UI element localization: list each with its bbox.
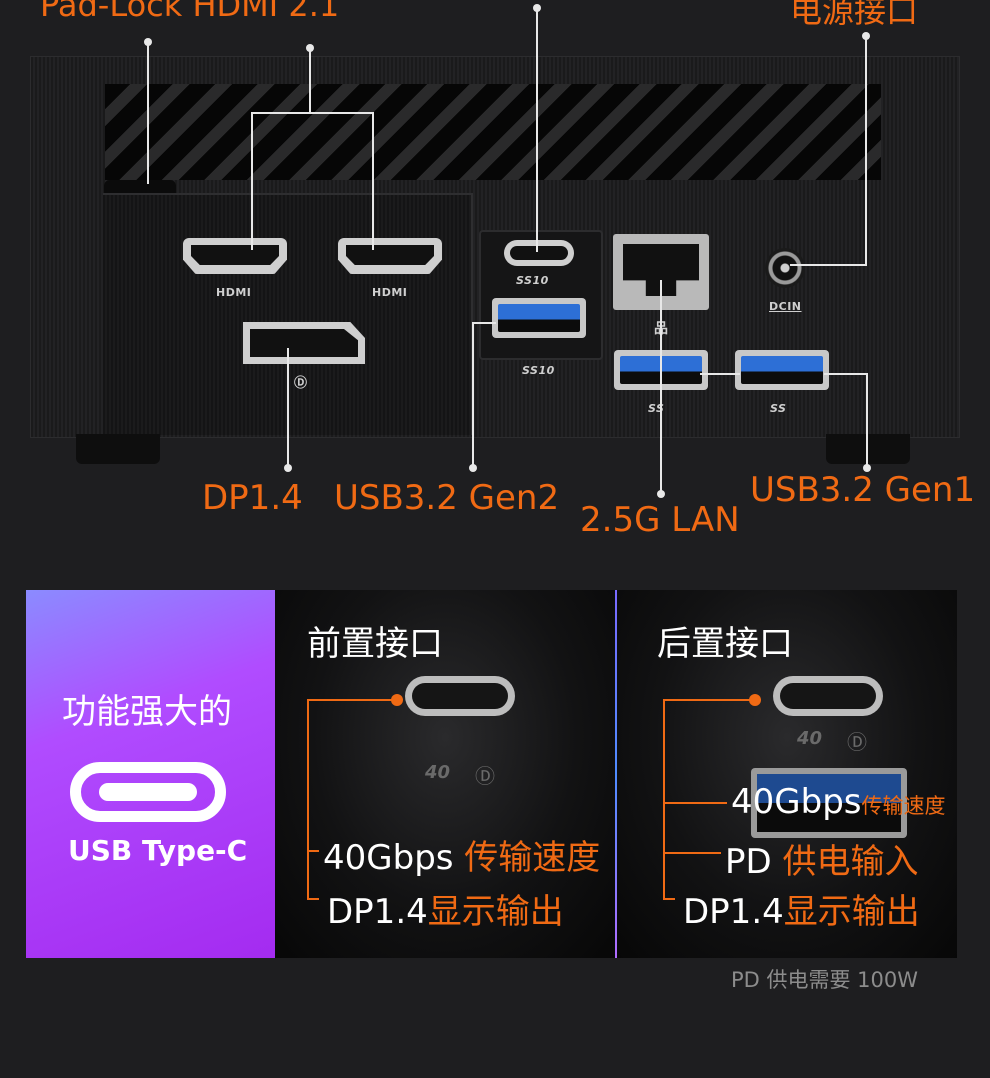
front-speed: 40Gbps 传输速度 bbox=[323, 830, 600, 879]
rear-pd: PD 供电输入 bbox=[725, 834, 919, 883]
wire-padlock bbox=[147, 42, 149, 184]
hdmi-port-2-label: HDMI bbox=[372, 286, 408, 299]
dot-dp bbox=[284, 464, 292, 472]
front-dp-label: 显示输出 bbox=[427, 892, 564, 932]
front-callout-dp bbox=[307, 898, 319, 900]
usb-gen1-label: USB3.2 Gen1 bbox=[750, 470, 976, 510]
displayport-port bbox=[243, 322, 365, 364]
ss-a1-label: SS bbox=[648, 402, 665, 415]
rear-speed: 40Gbps传输速度 bbox=[731, 782, 946, 822]
dp-logo-icon: Ⓓ bbox=[294, 376, 308, 391]
dot-lan bbox=[657, 490, 665, 498]
usb-gen2-label: USB3.2 Gen2 bbox=[334, 478, 560, 518]
usb-c-port-rear bbox=[504, 240, 574, 266]
hdmi-version-label: HDMI 2.1 bbox=[192, 0, 340, 24]
rear-dp-value: DP1.4 bbox=[683, 892, 784, 932]
front-dp: DP1.4显示输出 bbox=[327, 884, 564, 933]
front-usb-c-port bbox=[405, 676, 515, 716]
rear-usb-a-port bbox=[751, 768, 907, 838]
rear-40-badge: 40 bbox=[797, 728, 823, 749]
dc-in-port bbox=[765, 248, 805, 288]
front-interface-panel: 前置接口 40 Ⓓ 40Gbps 传输速度 DP1.4显示输出 bbox=[275, 590, 615, 958]
rear-dp-logo-icon: Ⓓ bbox=[847, 730, 867, 754]
usb-a-gen2-port bbox=[492, 298, 586, 338]
rear-pd-label: 供电输入 bbox=[782, 842, 919, 882]
rear-dp: DP1.4显示输出 bbox=[683, 884, 920, 933]
wire-hdmi-trunk bbox=[309, 48, 311, 112]
rear-title: 后置接口 bbox=[657, 624, 793, 664]
rear-callout-dot bbox=[749, 694, 761, 706]
wire-usb-gen1-link bbox=[700, 373, 740, 375]
hdmi-port-1-label: HDMI bbox=[216, 286, 252, 299]
dcin-label: DCIN bbox=[769, 300, 802, 313]
front-callout-v bbox=[307, 699, 309, 899]
vent-grille bbox=[105, 84, 881, 180]
lan-label: 2.5G LAN bbox=[580, 500, 740, 540]
wire-usbc bbox=[536, 8, 538, 252]
wire-hdmi-bar bbox=[251, 112, 374, 114]
front-callout-dot bbox=[391, 694, 403, 706]
front-callout-h bbox=[307, 699, 397, 701]
wire-hdmi-1 bbox=[251, 112, 253, 250]
device-foot-left bbox=[76, 434, 160, 464]
hdmi-port-1 bbox=[183, 238, 287, 274]
rear-dp-label: 显示输出 bbox=[783, 892, 920, 932]
front-40-badge: 40 bbox=[425, 762, 451, 783]
front-speed-label: 传输速度 bbox=[453, 838, 601, 878]
wire-usb-gen1-v bbox=[866, 373, 868, 469]
wire-usb-gen1-h bbox=[824, 373, 868, 375]
rear-callout-v bbox=[663, 699, 665, 899]
dot-hdmi bbox=[306, 44, 314, 52]
hdmi-port-2 bbox=[338, 238, 442, 274]
dot-usb-gen1 bbox=[863, 464, 871, 472]
wire-power-v bbox=[865, 36, 867, 266]
dot-usbc bbox=[533, 4, 541, 12]
wire-lan bbox=[660, 280, 662, 492]
wire-hdmi-2 bbox=[372, 112, 374, 250]
dot-power bbox=[862, 32, 870, 40]
front-title: 前置接口 bbox=[307, 624, 443, 664]
wire-power-h bbox=[790, 264, 867, 266]
usb-c-feature-panel: 功能强大的 USB Type-C bbox=[26, 590, 275, 958]
wire-usb-gen2-v bbox=[472, 322, 474, 468]
front-speed-value: 40Gbps bbox=[323, 838, 454, 878]
rear-usb-a-insert bbox=[757, 774, 901, 832]
front-dp-value: DP1.4 bbox=[327, 892, 428, 932]
wire-dp bbox=[287, 348, 289, 468]
pd-footnote: PD 供电需要 100W bbox=[731, 968, 919, 992]
device-foot-right bbox=[826, 434, 910, 464]
panel-divider bbox=[615, 590, 617, 958]
rear-speed-label: 传输速度 bbox=[861, 794, 946, 818]
rear-callout-pd bbox=[663, 852, 721, 854]
rear-interface-panel: 后置接口 40 Ⓓ 40Gbps传输速度 PD 供电输入 DP1.4显示输出 bbox=[617, 590, 957, 958]
front-dp-logo-icon: Ⓓ bbox=[475, 764, 495, 788]
feature-heading: 功能强大的 bbox=[62, 692, 232, 732]
rear-usb-c-port bbox=[773, 676, 883, 716]
dot-usb-gen2 bbox=[469, 464, 477, 472]
usb-c-icon bbox=[70, 762, 226, 822]
rear-callout-dp bbox=[663, 898, 675, 900]
dot-padlock bbox=[144, 38, 152, 46]
usb-a-gen1-port-2 bbox=[735, 350, 829, 390]
feature-name: USB Type-C bbox=[68, 834, 248, 867]
ss-a2-label: SS bbox=[770, 402, 787, 415]
dp-label: DP1.4 bbox=[202, 478, 303, 518]
rear-speed-value: 40Gbps bbox=[731, 782, 862, 822]
ss10-c-label: SS10 bbox=[516, 274, 549, 287]
power-label: 电源接口 bbox=[790, 0, 919, 30]
rear-callout-speed bbox=[663, 802, 727, 804]
rear-pd-value: PD bbox=[725, 842, 783, 882]
rear-callout-h bbox=[663, 699, 753, 701]
padlock-label: Pad-Lock HDMI 2.1 bbox=[40, 0, 339, 24]
front-callout-speed bbox=[307, 850, 319, 852]
wire-usb-gen2-h bbox=[472, 322, 496, 324]
ss10-a-label: SS10 bbox=[522, 364, 555, 377]
